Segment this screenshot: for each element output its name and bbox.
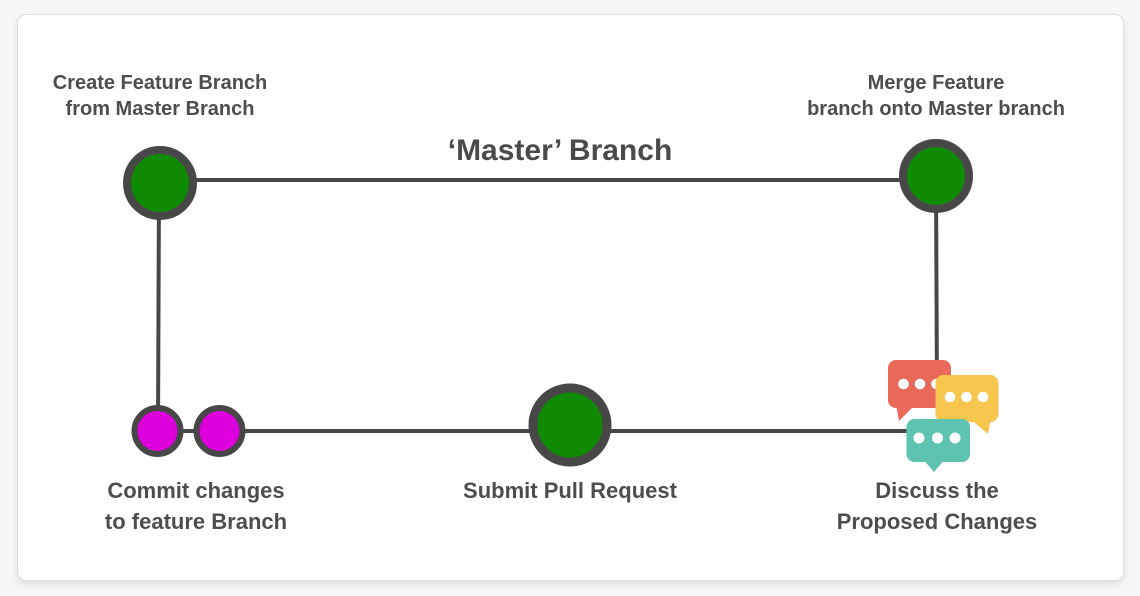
chat-bubbles-icon: [888, 360, 999, 472]
pull-request-node: [528, 383, 612, 467]
create-branch-node: [123, 146, 197, 220]
master-branch-title: ‘Master’ Branch: [447, 134, 673, 167]
chat-bubble-yellow: [935, 375, 999, 434]
commit-node-2: [193, 405, 246, 457]
merge-branch-node: [899, 139, 973, 213]
discuss-changes-label: Discuss the Proposed Changes: [836, 478, 1038, 534]
commit-node-1: [131, 405, 184, 457]
create-branch-label: Create Feature Branch from Master Branch: [52, 72, 268, 120]
commit-changes-label: Commit changes to feature Branch: [104, 478, 288, 534]
feature-branch-line-left: [156, 182, 161, 432]
chat-bubble-teal: [906, 419, 970, 472]
pull-request-label: Submit Pull Request: [463, 478, 677, 503]
diagram-card: [17, 14, 1124, 581]
merge-branch-label: Merge Feature branch onto Master branch: [807, 72, 1065, 120]
